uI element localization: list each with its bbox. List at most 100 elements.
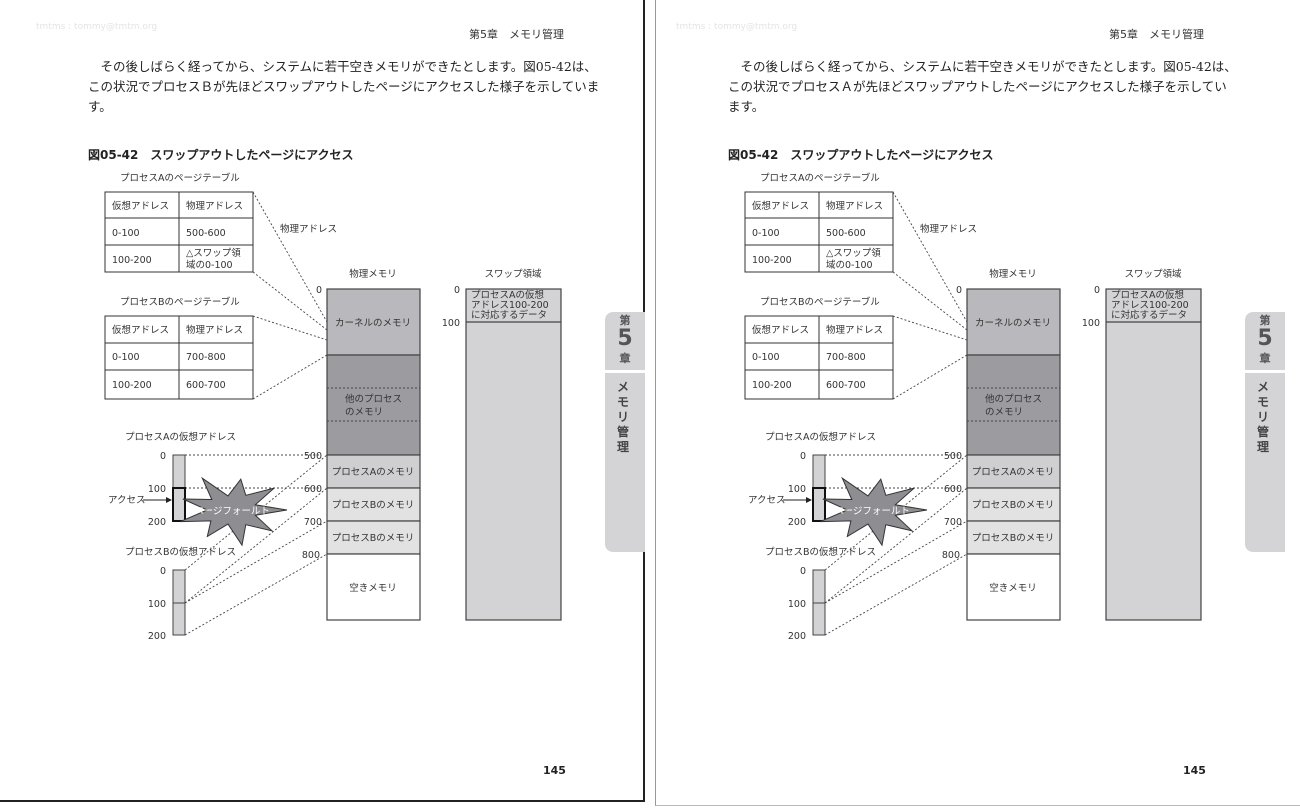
chapter-number: 5: [1257, 326, 1273, 351]
access-label: アクセス: [748, 495, 786, 506]
phys-tick: 800: [942, 550, 960, 561]
table-cell: 0-100: [752, 228, 780, 239]
page-fault-starburst-icon: [180, 476, 288, 547]
proc-b-memory-label: プロセスBのメモリ: [332, 500, 415, 511]
table-cell: 0-100: [112, 352, 140, 363]
table-b-title: プロセスBのページテーブル: [120, 296, 240, 308]
proc-a-memory-block: [326, 454, 421, 489]
chapter-number-block: 第 5 章: [1245, 312, 1285, 373]
va-tick: 0: [800, 566, 806, 577]
page-fault-label: ページフォールト: [834, 506, 910, 517]
free-memory-label: 空きメモリ: [989, 582, 1037, 594]
watermark: tmtms : tommy@tmtm.org: [36, 22, 158, 32]
phys-tick: 700: [304, 517, 322, 528]
page-fault-label: ページフォールト: [194, 506, 270, 517]
arrow-right-icon: [143, 497, 172, 503]
other-memory-label: のメモリ: [345, 407, 383, 418]
chapter-side-tab: 第 5 章 メモリ管理: [605, 312, 645, 552]
swap-data-label: アドレス100-200: [1111, 300, 1189, 311]
proc-a-memory-label: プロセスAのメモリ: [332, 467, 415, 478]
proc-a-memory-label: プロセスAのメモリ: [972, 467, 1055, 478]
table-cell: 域の0-100: [186, 259, 233, 271]
accessed-page: [812, 487, 826, 522]
swap-data-label: に対応するデータ: [1111, 309, 1187, 321]
va-tick: 0: [800, 451, 806, 462]
kernel-memory-block: [966, 288, 1061, 356]
proc-b-memory-label: プロセスBのメモリ: [972, 533, 1055, 544]
physical-address-label: 物理アドレス: [280, 223, 337, 235]
col-virtual-header: 仮想アドレス: [112, 324, 169, 336]
physical-memory-title: 物理メモリ: [989, 268, 1037, 280]
col-physical-header: 物理アドレス: [826, 200, 883, 212]
access-label: アクセス: [108, 495, 146, 506]
proc-b-memory-label: プロセスBのメモリ: [332, 533, 415, 544]
table-cell: 100-200: [112, 380, 152, 391]
col-physical-header: 物理アドレス: [186, 324, 243, 336]
col-virtual-header: 仮想アドレス: [752, 324, 809, 336]
free-memory-block: [326, 553, 421, 621]
table-cell: 500-600: [826, 228, 866, 239]
va-tick: 0: [160, 566, 166, 577]
running-header: 第5章 メモリ管理: [1109, 28, 1204, 41]
paragraph-line: この状況でプロセスＡが先ほどスワップアウトしたページにアクセスした様子を示してい: [728, 79, 1227, 94]
va-tick: 0: [160, 451, 166, 462]
va-tick: 200: [788, 517, 806, 528]
physical-address-label: 物理アドレス: [920, 223, 977, 235]
physical-memory: [326, 288, 421, 621]
swap-area-title: スワップ領域: [1124, 268, 1182, 280]
free-memory-block: [966, 553, 1061, 621]
table-cell: 700-800: [186, 352, 226, 363]
page-table-a: [744, 191, 894, 273]
va-a-title: プロセスAの仮想アドレス: [765, 431, 876, 443]
paragraph-line: ます。: [728, 99, 765, 114]
va-b-title: プロセスBの仮想アドレス: [765, 546, 876, 558]
va-tick: 200: [148, 631, 166, 642]
chapter-number-block: 第 5 章: [605, 312, 645, 373]
kernel-memory-label: カーネルのメモリ: [335, 318, 411, 329]
va-tick: 100: [788, 599, 806, 610]
va-tick: 100: [788, 484, 806, 495]
other-memory-label: のメモリ: [985, 407, 1023, 418]
body-paragraph: その後しばらく経ってから、システムに若干空きメモリができたとします。図05-42…: [728, 57, 1237, 117]
phys-tick: 0: [956, 285, 962, 296]
swap-tick: 100: [1082, 318, 1100, 329]
table-cell: 100-200: [752, 255, 792, 266]
table-b-title: プロセスBのページテーブル: [760, 296, 880, 308]
col-physical-header: 物理アドレス: [186, 200, 243, 212]
page-fault-starburst-icon: [820, 476, 928, 547]
paragraph-line: その後しばらく経ってから、システムに若干空きメモリができたとします。図05-42…: [728, 59, 1237, 74]
table-cell: △スワップ領: [826, 247, 881, 259]
other-memory-label: 他のプロセス: [345, 393, 402, 405]
paragraph-line: その後しばらく経ってから、システムに若干空きメモリができたとします。図05-42…: [88, 59, 597, 74]
chapter-prefix: 第: [1259, 314, 1271, 327]
chapter-side-tab: 第 5 章 メモリ管理: [1245, 312, 1285, 552]
swap-area-title: スワップ領域: [484, 268, 542, 280]
phys-tick: 500: [304, 451, 322, 462]
chapter-number: 5: [617, 326, 633, 351]
swap-area: [1105, 288, 1202, 621]
va-a-title: プロセスAの仮想アドレス: [125, 431, 236, 443]
swap-area: [465, 288, 562, 621]
chapter-suffix: 章: [1259, 352, 1271, 365]
phys-tick: 800: [302, 550, 320, 561]
proc-b-memory-label: プロセスBのメモリ: [972, 500, 1055, 511]
mapping-lines: [184, 191, 328, 636]
page-table-a: [104, 191, 254, 273]
table-cell: 0-100: [112, 228, 140, 239]
swap-tick: 0: [1094, 285, 1100, 296]
table-cell: 600-700: [826, 380, 866, 391]
arrow-right-icon: [783, 497, 812, 503]
swap-data-label: アドレス100-200: [471, 300, 549, 311]
other-memory-label: 他のプロセス: [985, 393, 1042, 405]
phys-tick: 500: [944, 451, 962, 462]
swap-data-label: プロセスAの仮想: [471, 289, 544, 301]
swap-data-label: に対応するデータ: [471, 309, 547, 321]
proc-b-memory-block: [326, 487, 421, 522]
col-physical-header: 物理アドレス: [826, 324, 883, 336]
proc-b-memory-block: [966, 487, 1061, 522]
col-virtual-header: 仮想アドレス: [752, 200, 809, 212]
swap-data-label: プロセスAの仮想: [1111, 289, 1184, 301]
physical-memory-title: 物理メモリ: [349, 268, 397, 280]
